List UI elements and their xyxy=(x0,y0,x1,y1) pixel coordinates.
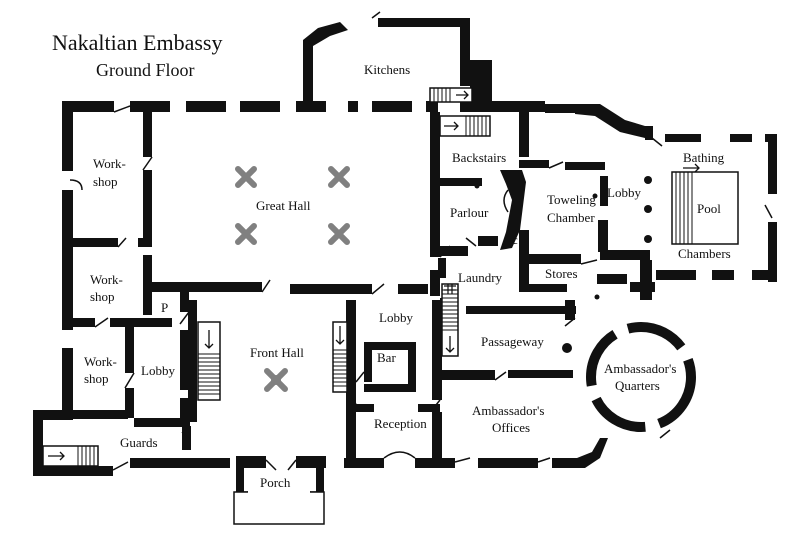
stair-arrow-icon xyxy=(445,336,455,353)
room-guards: Guards xyxy=(120,435,158,450)
pool xyxy=(671,171,739,245)
pool-arrow-icon xyxy=(683,163,700,173)
stair-arrow-icon xyxy=(444,121,459,131)
room-ambassador-quarters: Ambassador's xyxy=(604,361,676,376)
ambassador-quarters-tower xyxy=(586,322,696,432)
lobby-pillars xyxy=(474,176,652,353)
stairs-guards xyxy=(42,445,99,467)
room-backstairs: Backstairs xyxy=(452,150,506,165)
doors xyxy=(69,11,773,471)
porch-steps xyxy=(233,488,325,525)
stairs-front-hall-east xyxy=(332,321,348,393)
room-pool: Pool xyxy=(697,201,721,216)
room-ambassador-quarters-b: Quarters xyxy=(615,378,660,393)
room-labels: Kitchens Great Hall Work- shop Work- sho… xyxy=(84,62,731,490)
stair-arrow-icon xyxy=(335,326,345,345)
room-ambassador-offices-b: Offices xyxy=(492,420,530,435)
stairs-laundry xyxy=(441,283,459,357)
room-c: c xyxy=(512,232,518,247)
room-porch: Porch xyxy=(260,475,291,490)
grate-icon xyxy=(444,284,456,294)
room-toweling-chamber-b: Chamber xyxy=(547,210,595,225)
room-front-hall: Front Hall xyxy=(250,345,304,360)
room-reception: Reception xyxy=(374,416,427,431)
great-hall-pillars xyxy=(235,166,350,245)
stair-arrow-icon xyxy=(456,90,469,100)
room-workshop-1: Work- xyxy=(93,156,126,171)
map-subtitle: Ground Floor xyxy=(96,60,195,80)
room-lobby-west: Lobby xyxy=(141,363,175,378)
room-kitchens: Kitchens xyxy=(364,62,410,77)
room-bar: Bar xyxy=(377,350,396,365)
pillar-x-icon xyxy=(328,223,350,245)
room-bathing: Bathing xyxy=(683,150,725,165)
room-workshop-1-b: shop xyxy=(93,174,118,189)
room-workshop-2: Work- xyxy=(90,272,123,287)
pillar-x-icon xyxy=(235,166,257,188)
room-lobby-central: Lobby xyxy=(379,310,413,325)
room-toweling-chamber: Toweling xyxy=(547,192,596,207)
room-ambassador-offices: Ambassador's xyxy=(472,403,544,418)
room-workshop-2-b: shop xyxy=(90,289,115,304)
walls xyxy=(33,18,777,501)
stair-arrow-icon xyxy=(48,451,65,461)
stairs-front-hall-west xyxy=(197,321,221,401)
room-workshop-3: Work- xyxy=(84,354,117,369)
room-lobby-east: Lobby xyxy=(607,185,641,200)
room-p: P xyxy=(161,300,168,315)
room-great-hall: Great Hall xyxy=(256,198,311,213)
room-parlour: Parlour xyxy=(450,205,489,220)
stairs-backstairs xyxy=(439,115,491,137)
map-title: Nakaltian Embassy xyxy=(52,30,222,55)
room-laundry: Laundry xyxy=(458,270,503,285)
stairs-kitchen xyxy=(429,87,473,103)
room-workshop-3-b: shop xyxy=(84,371,109,386)
room-stores: Stores xyxy=(545,266,578,281)
pillar-x-icon xyxy=(328,166,350,188)
room-chambers: Chambers xyxy=(678,246,731,261)
stair-arrow-icon xyxy=(204,330,214,349)
front-hall-pillar-icon xyxy=(264,368,288,392)
pillar-x-icon xyxy=(235,223,257,245)
room-passageway: Passageway xyxy=(481,334,544,349)
